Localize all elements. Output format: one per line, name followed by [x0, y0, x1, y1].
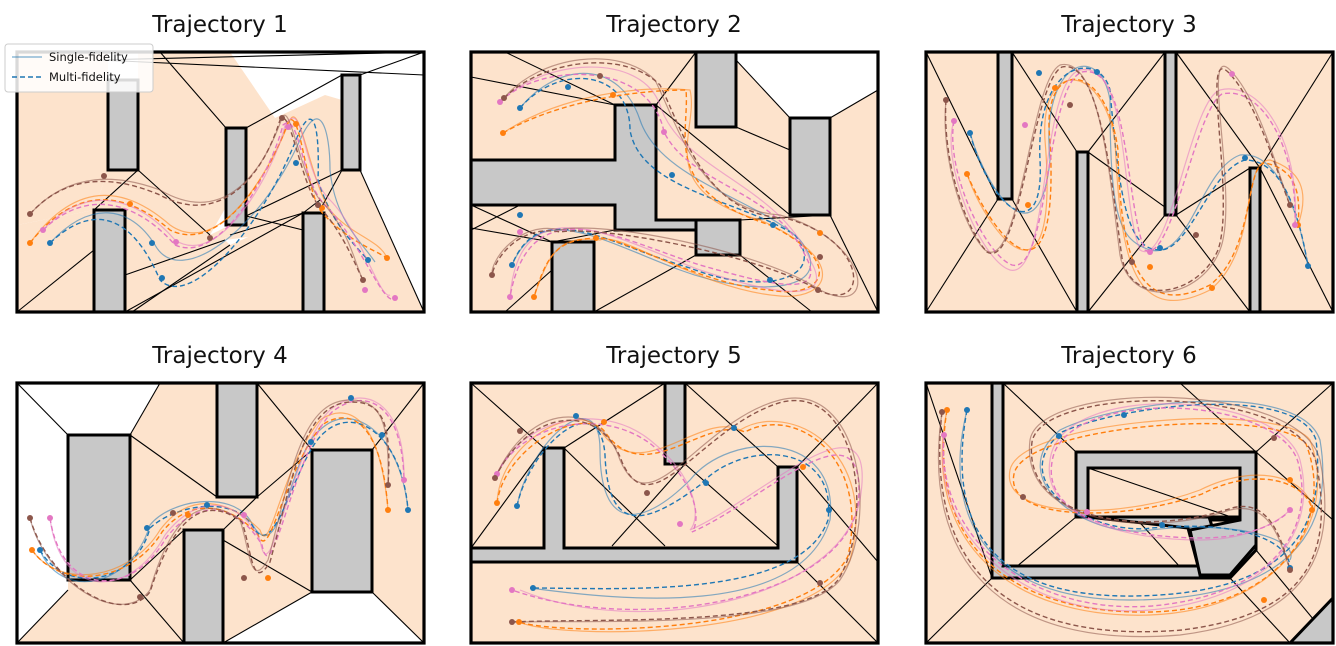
- obstacle: [92, 208, 127, 314]
- trajectories: [944, 64, 1309, 302]
- panel-2: Trajectory 2: [469, 12, 880, 314]
- obstacle: [996, 50, 1014, 201]
- obstacle: [301, 211, 326, 314]
- obstacles: [990, 381, 1335, 645]
- trajectories: [29, 114, 396, 301]
- panel-title: Trajectory 2: [605, 12, 742, 38]
- obstacle: [550, 240, 596, 314]
- panel-title: Trajectory 4: [151, 343, 288, 369]
- waypoint-markers: [492, 413, 832, 625]
- panel-title: Trajectory 5: [605, 343, 742, 369]
- trajectories: [494, 397, 863, 633]
- panel-1: Trajectory 1: [4, 12, 426, 314]
- obstacle: [106, 78, 140, 172]
- obstacles: [469, 50, 832, 314]
- panel-5: Trajectory 5: [469, 343, 880, 645]
- cell-decomposition-lines: [16, 382, 425, 644]
- waypoint-markers: [27, 115, 398, 301]
- obstacles: [469, 381, 799, 564]
- obstacle: [663, 381, 687, 466]
- trajectories: [491, 58, 859, 298]
- trajectories: [937, 396, 1326, 638]
- obstacle: [1075, 150, 1090, 314]
- panel-frame: [15, 50, 426, 314]
- obstacle: [788, 116, 832, 217]
- legend-label: Multi-fidelity: [49, 70, 121, 84]
- waypoint-markers: [27, 395, 411, 600]
- obstacle: [310, 448, 374, 594]
- obstacle: [469, 446, 799, 564]
- panel-frame: [15, 381, 426, 645]
- panel-frame: [924, 50, 1335, 314]
- panel-title: Trajectory 1: [151, 12, 288, 38]
- obstacle: [1163, 50, 1178, 217]
- waypoint-markers: [489, 73, 823, 300]
- panel-frame: [469, 50, 880, 314]
- obstacle: [340, 73, 362, 172]
- panel-frame: [924, 381, 1335, 645]
- panel-frame: [469, 381, 880, 645]
- panel-4: Trajectory 4: [15, 343, 426, 645]
- legend-box: [4, 43, 154, 93]
- obstacle: [182, 528, 225, 645]
- obstacles: [996, 50, 1262, 314]
- waypoint-markers: [939, 407, 1315, 603]
- legend-label: Single-fidelity: [49, 50, 128, 64]
- obstacle: [694, 50, 738, 129]
- obstacle: [224, 126, 248, 227]
- legend: Single-fidelity Multi-fidelity: [4, 43, 154, 93]
- waypoint-markers: [943, 69, 1311, 291]
- panel-title: Trajectory 3: [1060, 12, 1197, 38]
- panel-title: Trajectory 6: [1060, 343, 1197, 369]
- obstacle: [215, 381, 259, 499]
- panel-6: Trajectory 6: [924, 343, 1335, 645]
- panel-3: Trajectory 3: [924, 12, 1335, 314]
- obstacle: [66, 433, 132, 582]
